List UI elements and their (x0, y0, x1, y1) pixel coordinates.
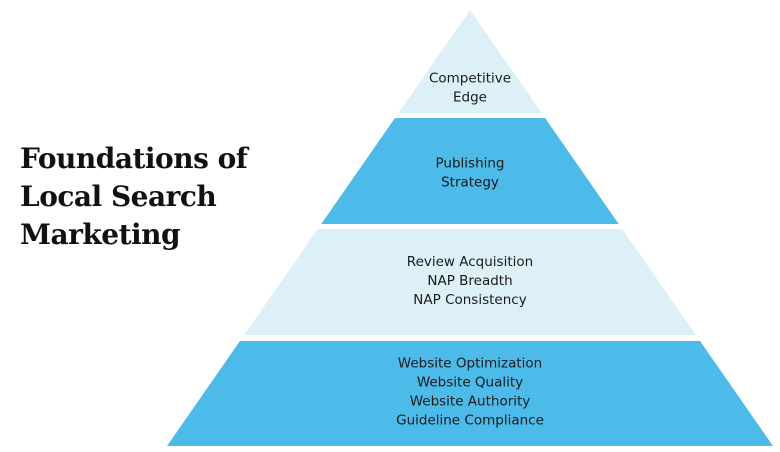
tier-label: Website Quality (417, 375, 523, 391)
tier-shape (244, 229, 696, 335)
diagram-title: Foundations of Local Search Marketing (20, 140, 280, 254)
tier-label: Guideline Compliance (396, 413, 544, 429)
tier-shape (167, 341, 773, 446)
tier-label: NAP Consistency (413, 292, 526, 308)
tier-label: NAP Breadth (427, 273, 512, 289)
tier-label: Edge (453, 90, 487, 106)
tier-label: Publishing (436, 156, 505, 172)
tier-shape (321, 118, 619, 224)
title-line: Foundations of (20, 142, 248, 175)
tier-label: Competitive (429, 71, 511, 87)
tier-label: Strategy (441, 175, 499, 191)
tier-label: Review Acquisition (407, 254, 533, 270)
tier-label: Website Authority (410, 394, 531, 410)
title-line: Local Search (20, 180, 217, 213)
tier-label: Website Optimization (398, 356, 542, 372)
title-line: Marketing (20, 218, 181, 251)
tier-shape (398, 10, 542, 113)
